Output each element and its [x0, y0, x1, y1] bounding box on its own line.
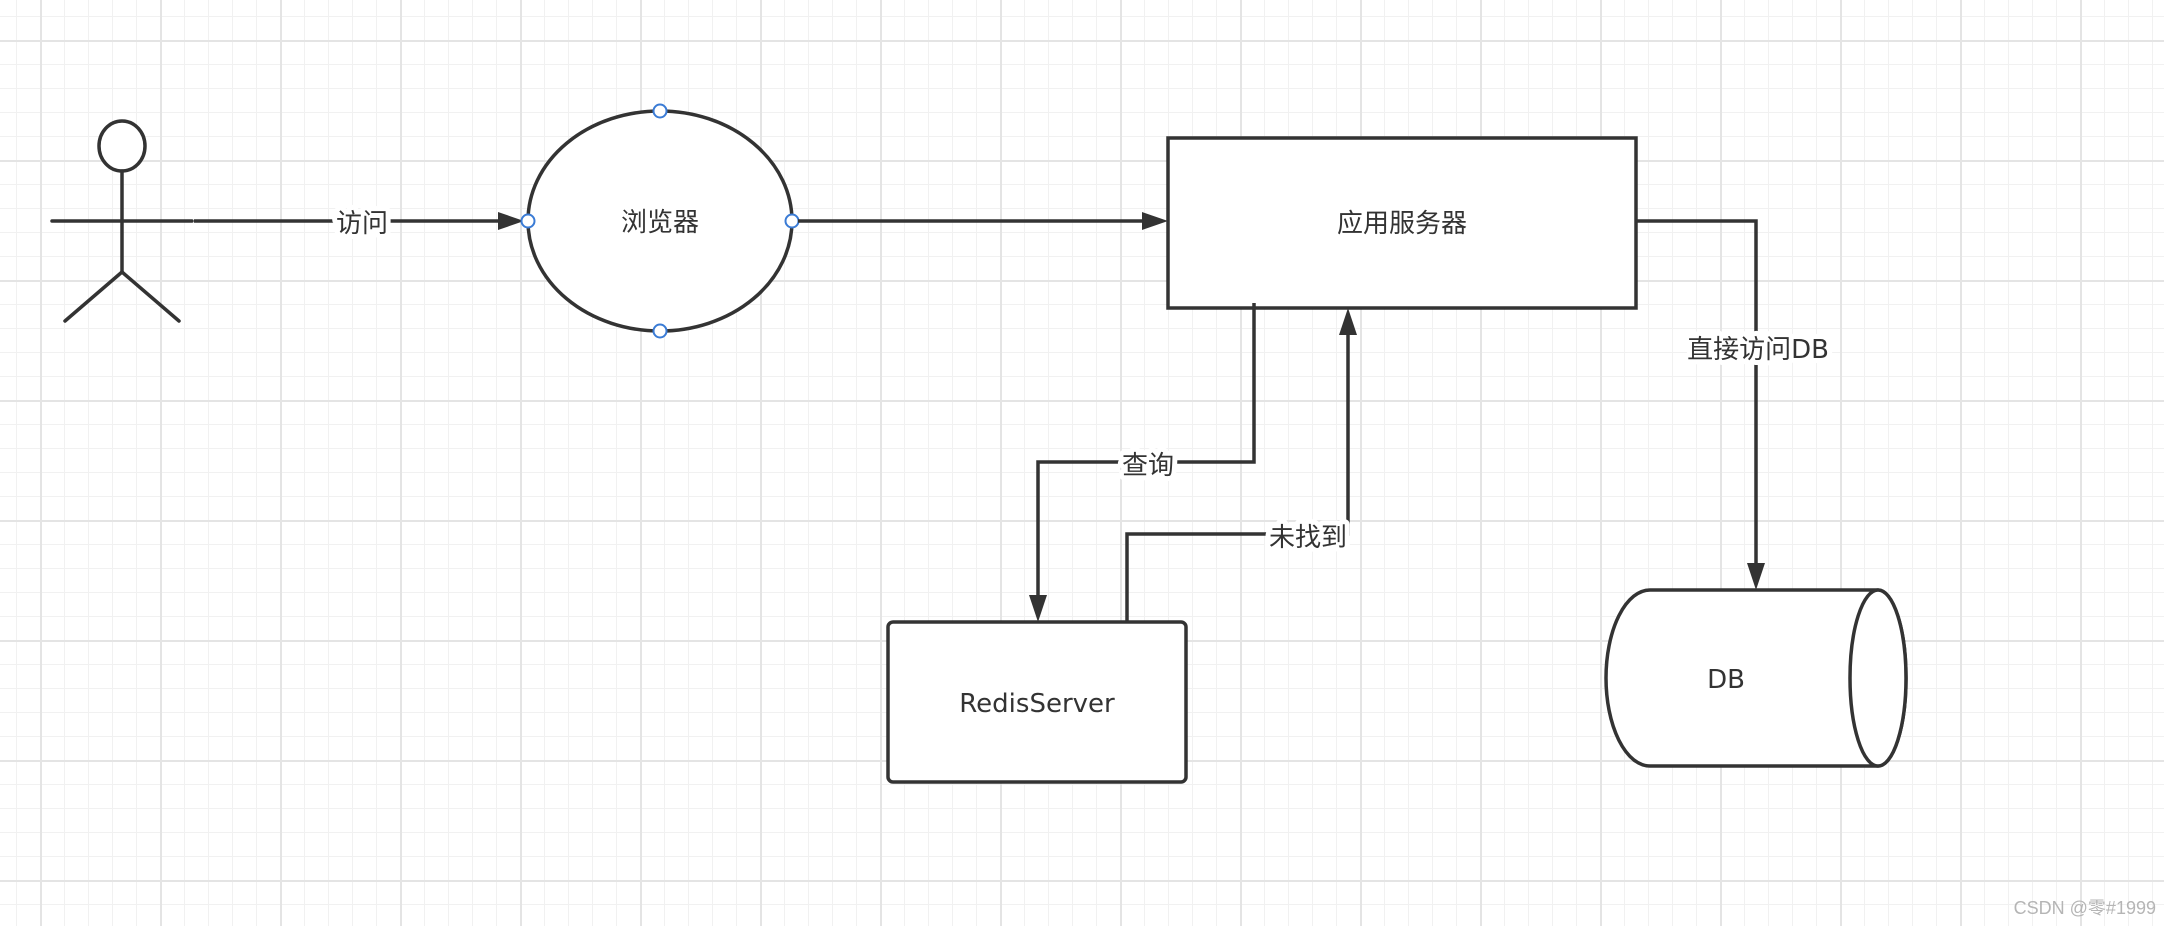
user-actor[interactable]: [50, 119, 194, 323]
redis-server-node[interactable]: RedisServer: [886, 620, 1188, 784]
edge-direct-db-label: 直接访问DB: [1687, 335, 1829, 365]
edge-not-found[interactable]: 未找到: [1125, 308, 1357, 622]
app-server-node[interactable]: 应用服务器: [1166, 136, 1638, 310]
edge-visit-label: 访问: [336, 209, 388, 239]
connection-handle-bottom[interactable]: [652, 323, 668, 339]
edge-not-found-label: 未找到: [1269, 523, 1347, 553]
edge-query[interactable]: 查询: [1029, 303, 1256, 622]
app-server-label: 应用服务器: [1337, 209, 1467, 239]
browser-node[interactable]: 浏览器: [520, 103, 800, 339]
connection-handle-top[interactable]: [652, 103, 668, 119]
edge-query-label: 查询: [1122, 451, 1174, 481]
connection-handle-right[interactable]: [784, 213, 800, 229]
edge-browser-to-server[interactable]: [798, 212, 1168, 230]
watermark-text: CSDN @零#1999: [2014, 898, 2156, 918]
redis-server-label: RedisServer: [959, 689, 1115, 719]
db-node[interactable]: DB: [1604, 588, 1908, 768]
db-label: DB: [1707, 665, 1745, 695]
edge-visit[interactable]: 访问: [194, 204, 524, 244]
browser-label: 浏览器: [621, 208, 699, 238]
edge-direct-db[interactable]: 直接访问DB: [1636, 219, 1834, 590]
connection-handle-left[interactable]: [520, 213, 536, 229]
